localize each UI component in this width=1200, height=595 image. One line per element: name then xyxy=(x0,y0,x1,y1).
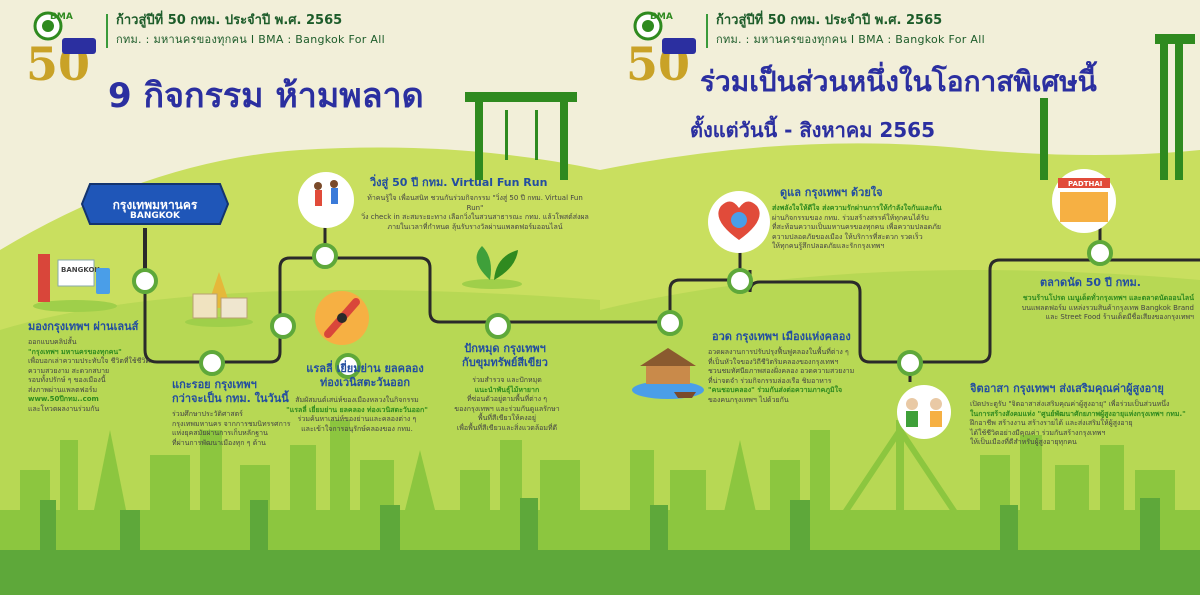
header-divider xyxy=(706,14,708,48)
right-background xyxy=(600,0,1200,595)
header-subtitle: กทม. : มหานครของทุกคน I BMA : Bangkok Fo… xyxy=(716,33,985,46)
kayak-illustration xyxy=(315,291,369,345)
path-dot xyxy=(312,243,338,269)
activity-7-title: อวด กรุงเทพฯ เมืองแห่งคลอง xyxy=(712,330,851,343)
left-panel: 50 BMA ก้าวสู่ปีที่ 50 กทม. ประจำปี พ.ศ.… xyxy=(0,11,600,595)
bma-50-logo: 50 xyxy=(26,11,96,91)
svg-text:BANGKOK: BANGKOK xyxy=(61,266,100,274)
activity-6-body: ส่งพลังใจให้ดีใจ ส่งความรักผ่านการให้กำล… xyxy=(772,204,942,250)
activity-3-title: วิ่งสู่ 50 ปี กทม. Virtual Fun Run xyxy=(370,176,548,189)
path-dot xyxy=(657,310,683,336)
header-title: ก้าวสู่ปีที่ 50 กทม. ประจำปี พ.ศ. 2565 xyxy=(716,13,943,28)
activity-1-title: มองกรุงเทพฯ ผ่านเลนส์ xyxy=(28,320,139,333)
svg-text:PADTHAI: PADTHAI xyxy=(1068,180,1102,188)
activity-3-body: ท้าคนรู้ใจ เพื่อนสนิท ชวนกันร่วมกิจกรรม … xyxy=(361,194,589,231)
header-title: ก้าวสู่ปีที่ 50 กทม. ประจำปี พ.ศ. 2565 xyxy=(116,13,343,28)
activity-4-body: สัมผัสมนต์เสน่ห์ของเมืองหลวงในกิจกรรม "แ… xyxy=(286,396,428,433)
activity-1-body: ออกแบบคลิปสั้น "กรุงเทพฯ มหานครของทุกคน"… xyxy=(28,338,150,413)
sign-line1: กรุงเทพมหานคร xyxy=(112,198,198,212)
activity-9-body: เปิดประตูรับ "จิตอาสาส่งเสริมคุณค่าผู้สู… xyxy=(970,400,1186,446)
path-dot xyxy=(270,313,296,339)
right-subheading: ตั้งแต่วันนี้ - สิงหาคม 2565 xyxy=(690,118,936,142)
activity-7-body: อวดผลงานการปรับปรุงฟื้นฟูคลองในพื้นที่ต่… xyxy=(708,348,855,404)
header-divider xyxy=(106,14,108,48)
sign-line2: BANGKOK xyxy=(130,211,180,221)
activity-5-title: ปักหมุด กรุงเทพฯ กับขุมทรัพย์สีเขียว xyxy=(462,342,548,369)
bangkok-sign xyxy=(80,183,230,225)
path-dot xyxy=(727,268,753,294)
activity-8-title: ตลาดนัด 50 ปี กทม. xyxy=(1040,276,1141,289)
activity-9-title: จิตอาสา กรุงเทพฯ ส่งเสริมคุณค่าผู้สูงอาย… xyxy=(970,382,1164,395)
right-heading: ร่วมเป็นส่วนหนึ่งในโอกาสพิเศษนี้ xyxy=(700,65,1097,98)
path-dot xyxy=(897,350,923,376)
activity-2-body: ร่วมศึกษาประวัติศาสตร์ กรุงเทพมหานคร จาก… xyxy=(172,410,291,447)
elderly-illustration xyxy=(897,385,951,439)
activity-4-title: แรลลี่ เยี่ยมย่าน ยลคลอง ท่องเวนิสตะวันอ… xyxy=(306,362,424,389)
activity-5-body: ร่วมสำรวจ และปักหมุด แนะนำพันธุ์ไม้หายาก… xyxy=(454,376,560,432)
care-illustration xyxy=(708,191,770,253)
history-illustration xyxy=(185,272,253,327)
left-background xyxy=(0,92,600,595)
path-dot xyxy=(485,313,511,339)
canal-illustration xyxy=(632,348,704,399)
lens-illustration: BANGKOK xyxy=(33,254,117,312)
activity-8-body: ชวนร้านโปรด เมนูเด็ดทั่วกรุงเทพฯ และตลาด… xyxy=(1021,294,1194,321)
runners-illustration xyxy=(298,172,354,228)
leaves-illustration xyxy=(462,246,522,289)
path-dot xyxy=(199,350,225,376)
bma-50-logo: 50 xyxy=(626,11,696,91)
path-dot xyxy=(335,353,361,379)
header-subtitle: กทม. : มหานครของทุกคน I BMA : Bangkok Fo… xyxy=(116,33,385,46)
activity-6-title: ดูแล กรุงเทพฯ ด้วยใจ xyxy=(780,186,883,199)
left-heading: 9 กิจกรรม ห้ามพลาด xyxy=(108,76,424,116)
path-dot xyxy=(1087,240,1113,266)
right-panel: 50 BMA ก้าวสู่ปีที่ 50 กทม. ประจำปี พ.ศ.… xyxy=(600,0,1200,595)
activity-2-title: แกะรอย กรุงเทพฯ กว่าจะเป็น กทม. ในวันนี้ xyxy=(172,378,289,405)
path-dot xyxy=(132,268,158,294)
logo-text: BMA xyxy=(650,12,673,22)
logo-text: BMA xyxy=(50,12,73,22)
market-illustration: PADTHAI xyxy=(1052,169,1116,233)
